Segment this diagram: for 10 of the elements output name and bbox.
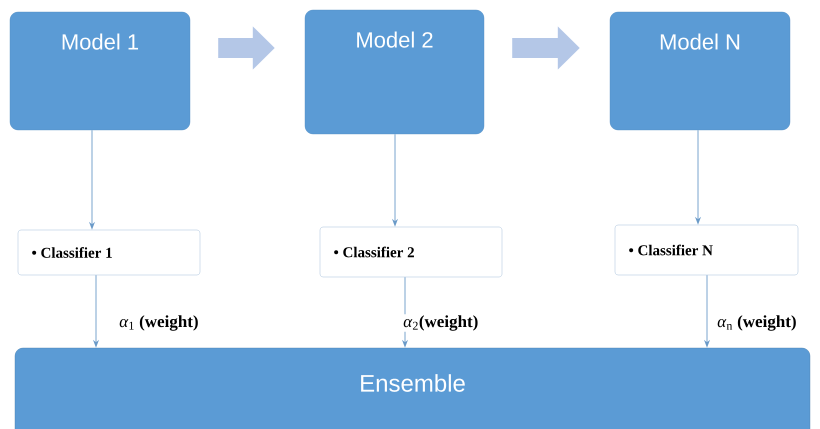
model-box: Model 2 bbox=[304, 10, 484, 134]
model-box: Model N bbox=[610, 12, 790, 130]
edge-label: α$_{n}$ (weight) bbox=[716, 314, 798, 332]
classifier-box: • Classifier N bbox=[614, 224, 798, 276]
edge-label: α$_{2}$(weight) bbox=[402, 314, 480, 332]
ensemble-box: Ensemble bbox=[14, 348, 810, 429]
classifier-box: • Classifier 2 bbox=[320, 226, 502, 278]
model-box: Model 1 bbox=[10, 12, 190, 130]
classifier-box: • Classifier 1 bbox=[18, 230, 200, 276]
edge-label: α$_{1}$ (weight) bbox=[118, 314, 200, 332]
